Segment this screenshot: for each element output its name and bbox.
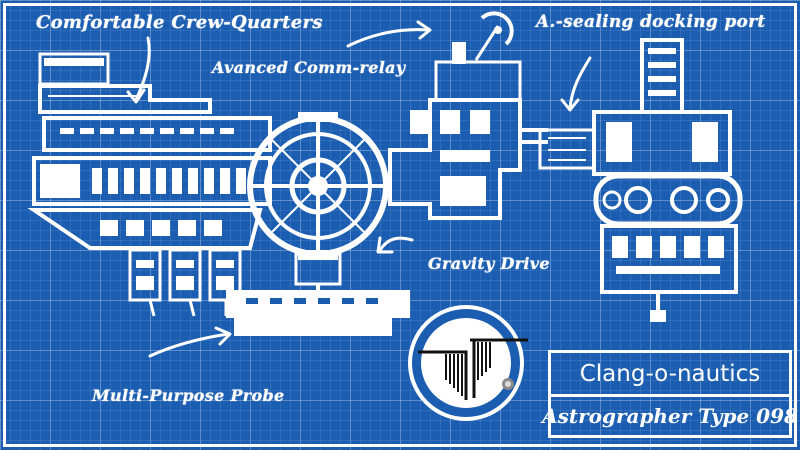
docking-port-label: A.-sealing docking port (536, 12, 766, 32)
main-fuselage (27, 156, 272, 250)
gravity-drive-ring (247, 112, 389, 260)
front-hull (538, 110, 732, 176)
ship-front-view (538, 38, 743, 322)
probe-module (226, 252, 410, 336)
crew-quarters-module (38, 52, 272, 152)
model-name: Astrographer Type 098 (542, 404, 798, 428)
hand-drawn-arrow-icon (126, 20, 592, 358)
front-ring-band (593, 173, 743, 227)
gravity-drive-label: Gravity Drive (428, 254, 550, 273)
probe-label: Multi-Purpose Probe (92, 386, 285, 405)
crew-quarters-label: Comfortable Crew-Quarters (36, 12, 323, 33)
blueprint-border (3, 3, 797, 447)
front-lower-section (600, 224, 738, 322)
thruster-pods (128, 248, 242, 317)
comm-relay-module (388, 11, 548, 220)
ship-side-view (27, 11, 548, 336)
title-block-model: Astrographer Type 098 (542, 394, 798, 438)
title-block-brand: Clang-o-nautics (548, 350, 792, 394)
comm-relay-label: Avanced Comm-relay (212, 58, 406, 77)
brand-name: Clang-o-nautics (579, 360, 761, 387)
docking-port-tower (640, 38, 684, 114)
clang-o-nautics-logo-icon (408, 305, 528, 421)
